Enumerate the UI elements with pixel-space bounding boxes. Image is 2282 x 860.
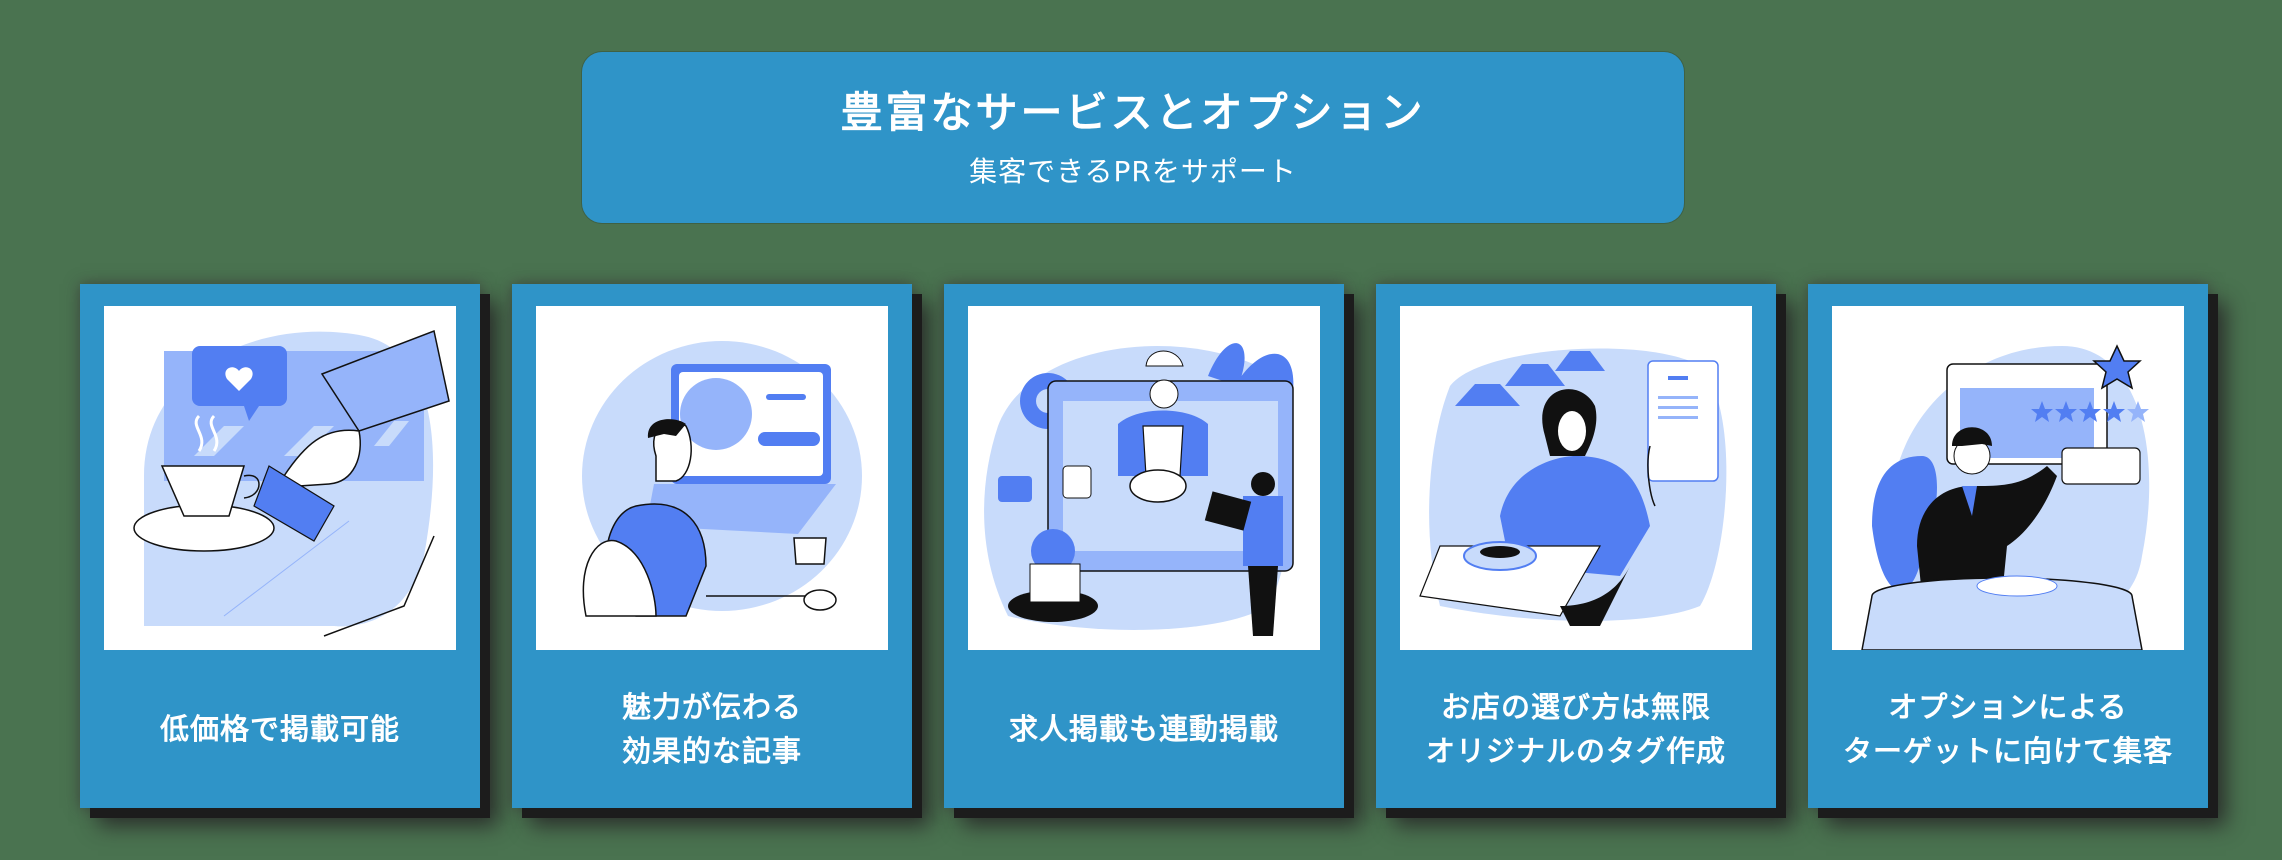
restaurant-menu-illustration — [1400, 306, 1752, 650]
feature-label: 低価格で掲載可能 — [159, 712, 400, 746]
header-banner: 豊富なサービスとオプション 集客できるPRをサポート — [582, 52, 1684, 223]
feature-label: オプションによる ターゲットに向けて集客 — [1842, 690, 2173, 768]
feature-card-targeting: オプションによる ターゲットに向けて集客 — [1808, 284, 2208, 808]
chef-video-recruit-illustration — [968, 306, 1320, 650]
laptop-icon — [582, 341, 862, 617]
feature-label: 求人掲載も連動掲載 — [1008, 712, 1279, 746]
coffee-cup-icon — [133, 329, 450, 637]
page-title: 豊富なサービスとオプション — [840, 88, 1426, 137]
feature-card-recruit: 求人掲載も連動掲載 — [944, 284, 1344, 808]
laptop-article-illustration — [536, 306, 888, 650]
feature-card-tags: お店の選び方は無限 オリジナルのタグ作成 — [1376, 284, 1776, 808]
feature-label: お店の選び方は無限 オリジナルのタグ作成 — [1425, 690, 1726, 768]
rating-dinner-illustration — [1832, 306, 2184, 650]
page-subtitle: 集客できるPRをサポート — [969, 155, 1297, 188]
coffee-payment-illustration — [104, 306, 456, 650]
feature-label: 魅力が伝わる 効果的な記事 — [621, 690, 802, 768]
rating-star-icon — [1861, 344, 2150, 650]
feature-card-low-price: 低価格で掲載可能 — [80, 284, 480, 808]
chef-icon — [984, 343, 1294, 636]
feature-card-article: 魅力が伝わる 効果的な記事 — [512, 284, 912, 808]
menu-icon — [1419, 348, 1727, 626]
